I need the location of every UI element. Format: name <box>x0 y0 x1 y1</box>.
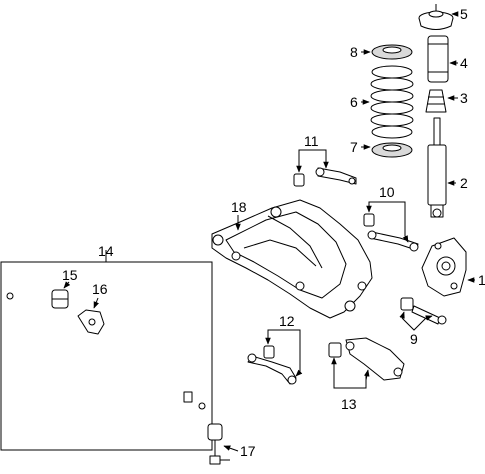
stabilizer-bracket <box>77 309 105 335</box>
stabilizer-bushing <box>51 289 69 309</box>
trailing-arm <box>247 345 297 385</box>
callout-6: 6 <box>350 94 358 110</box>
callout-18: 18 <box>231 199 247 215</box>
callout-labels: 5 4 3 2 1 8 6 7 11 10 18 9 12 13 14 15 1… <box>62 6 485 459</box>
bump-stop <box>425 89 447 113</box>
spring-upper-seat <box>371 44 413 60</box>
upper-shock-mount <box>418 4 454 30</box>
callout-2: 2 <box>460 175 468 191</box>
callout-16: 16 <box>92 281 108 297</box>
subframe <box>211 199 373 319</box>
stabilizer-bar <box>6 292 206 410</box>
callout-12: 12 <box>279 313 295 329</box>
callout-10: 10 <box>379 184 395 200</box>
upper-control-arm <box>293 167 357 187</box>
callout-7: 7 <box>350 139 358 155</box>
lower-control-arm <box>328 337 405 381</box>
coil-spring <box>370 65 414 139</box>
lateral-link <box>363 213 419 252</box>
callout-9: 9 <box>410 331 418 347</box>
callout-8: 8 <box>350 44 358 60</box>
callout-13: 13 <box>341 396 357 412</box>
callout-15: 15 <box>62 267 78 283</box>
shock-boot <box>427 35 449 83</box>
callout-17: 17 <box>240 443 256 459</box>
leader-lines <box>63 11 475 452</box>
callout-4: 4 <box>460 55 468 71</box>
callout-11: 11 <box>304 133 319 149</box>
callout-14: 14 <box>98 243 114 259</box>
callout-1: 1 <box>478 272 485 288</box>
stabilizer-link <box>207 423 230 465</box>
callout-5: 5 <box>460 6 468 22</box>
callout-3: 3 <box>460 90 468 106</box>
rear-knuckle <box>421 237 467 297</box>
shock-absorber <box>427 117 447 218</box>
toe-link <box>400 297 447 325</box>
spring-lower-seat <box>371 142 413 158</box>
